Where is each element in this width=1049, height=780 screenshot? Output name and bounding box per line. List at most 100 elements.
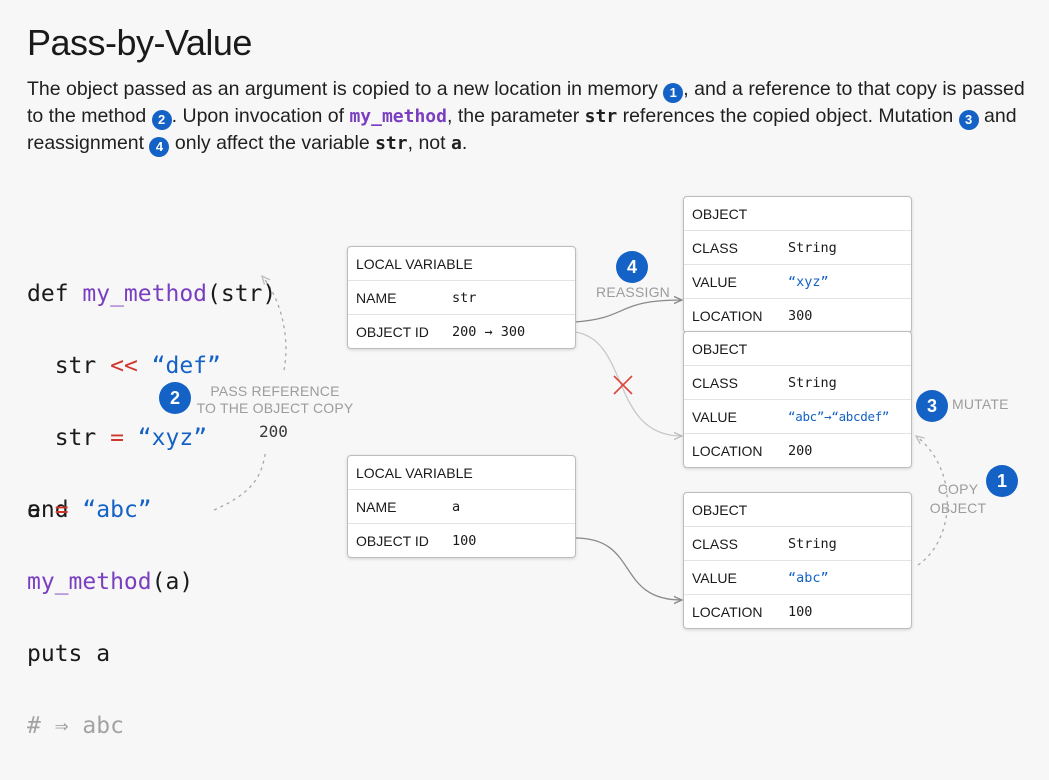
badge-2-pass-reference: 2 [159, 382, 191, 414]
row-object-id: OBJECT ID 100 [348, 524, 575, 557]
var-name: a [450, 133, 462, 154]
badge-4: 4 [149, 137, 170, 157]
row-value: 100 [788, 603, 813, 620]
desc-text: The object passed as an argument is copi… [27, 78, 664, 100]
pass-reference-line1: PASS REFERENCE [210, 383, 340, 399]
code-line-comment: # ⇒ abc [27, 713, 124, 739]
code-var: str [27, 425, 111, 451]
code-var: a [27, 497, 55, 523]
code-line-end: end [27, 497, 69, 523]
code-line-assign: str = “xyz” [27, 420, 276, 456]
code-line-append: str << “def” [27, 348, 276, 384]
row-value: 200 → 300 [452, 323, 526, 340]
row-value: 300 [788, 307, 813, 324]
code-operator: << [110, 353, 138, 379]
pass-reference-id: 200 [259, 422, 288, 441]
row-key: VALUE [692, 408, 737, 425]
card-header: OBJECT [684, 493, 911, 527]
row-key: CLASS [692, 535, 738, 552]
row-value: 100 [452, 532, 477, 549]
row-key: VALUE [692, 569, 737, 586]
pass-reference-line2: TO THE OBJECT COPY [196, 400, 354, 416]
badge-1-copy: 1 [986, 465, 1018, 497]
code-line-def: def my_method(str) [27, 276, 276, 312]
object-200-card: OBJECT CLASS String VALUE “abc”→“abcdef” L… [683, 331, 912, 468]
code-params: (str) [207, 281, 277, 307]
row-key: CLASS [692, 374, 738, 391]
pass-reference-label: PASS REFERENCE TO THE OBJECT COPY [190, 383, 360, 417]
page-title: Pass-by-Value [27, 22, 252, 63]
row-key: OBJECT ID [356, 323, 429, 340]
desc-text: , the parameter [447, 105, 585, 127]
pass-reference-arrow [213, 449, 267, 511]
row-value: 200 [788, 442, 813, 459]
desc-text: references the copied object. Mutation [617, 105, 959, 127]
code-method: my_method [82, 281, 208, 307]
code-operator: = [54, 497, 69, 523]
row-name: NAME str [348, 281, 575, 315]
old-reference-line [574, 331, 682, 436]
row-key: VALUE [692, 273, 737, 290]
reassign-arrow [574, 300, 682, 323]
param-name: str [584, 106, 618, 127]
row-location: LOCATION 200 [684, 434, 911, 467]
row-value: VALUE “abc”→“abcdef” [684, 400, 911, 434]
code-keyword: def [27, 281, 83, 307]
row-value: str [452, 289, 477, 306]
card-header: LOCAL VARIABLE [348, 247, 575, 281]
method-name: my_method [349, 106, 447, 127]
card-header: OBJECT [684, 197, 911, 231]
card-header: LOCAL VARIABLE [348, 456, 575, 490]
desc-text: . Upon invocation of [171, 105, 350, 127]
description: The object passed as an argument is copi… [27, 76, 1027, 157]
copy-object-label: COPY OBJECT [920, 480, 996, 518]
row-value: a [452, 498, 461, 515]
code-line-assign-a: a = “abc” [27, 492, 193, 528]
row-class: CLASS String [684, 366, 911, 400]
code-operator: = [110, 425, 124, 451]
desc-text: , not [407, 132, 451, 154]
copy-object-arrow [916, 436, 949, 566]
reassign-label: REASSIGN [596, 284, 670, 300]
row-key: NAME [356, 289, 397, 306]
code-line-call: my_method(a) [27, 564, 193, 600]
connector-lines [213, 0, 949, 648]
badge-3: 3 [958, 110, 979, 130]
row-object-id: OBJECT ID 200 → 300 [348, 315, 575, 348]
code-line-puts: puts a [27, 641, 111, 667]
code-string: “xyz” [123, 425, 208, 451]
code-string: “def” [137, 353, 221, 379]
code-method: my_method [27, 569, 152, 595]
row-value-text: “abc”→“abcdef” [788, 409, 890, 424]
row-value: VALUE“xyz” [684, 265, 911, 299]
copy-label-line1: COPY [937, 481, 979, 497]
code-args: (a) [151, 569, 194, 595]
row-value: VALUE “abc” [684, 561, 911, 595]
row-value: String [788, 374, 837, 391]
badge-1: 1 [663, 83, 684, 103]
desc-text: only affect the variable [169, 132, 376, 154]
pass-reference-arrow-upper [262, 276, 287, 371]
code-block-method: def my_method(str) str << “def” str = “x… [27, 240, 276, 564]
card-header: OBJECT [684, 332, 911, 366]
row-key: LOCATION [692, 442, 763, 459]
desc-text: . [461, 132, 468, 154]
cross-icon [613, 375, 633, 395]
row-value: String [788, 239, 837, 256]
badge-3-mutate: 3 [916, 390, 948, 422]
copy-label-line2: OBJECT [929, 500, 987, 516]
code-string: “abc” [68, 497, 152, 523]
row-value-text: “abc” [788, 569, 829, 586]
local-variable-str-card: LOCAL VARIABLE NAME str OBJECT ID 200 → 30… [347, 246, 576, 349]
a-reference-arrow [574, 537, 682, 600]
row-key: OBJECT ID [356, 532, 429, 549]
badge-2: 2 [151, 110, 172, 130]
